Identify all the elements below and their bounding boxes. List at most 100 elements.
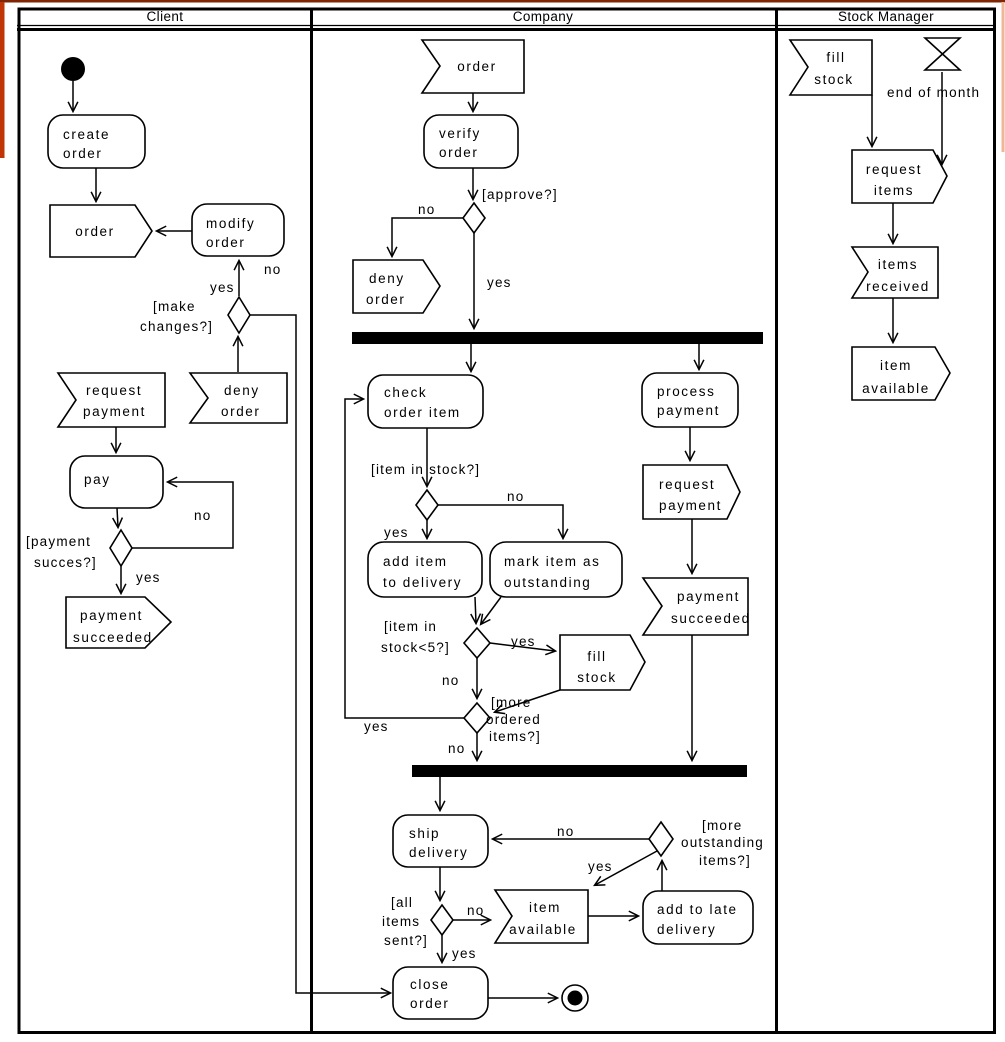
label-payment-succeeded-company-1: payment: [677, 589, 740, 604]
label-request-payment-2: payment: [83, 404, 146, 419]
guard-more-ordered-3: items?]: [489, 729, 541, 744]
label-modify-order-2: order: [206, 235, 246, 250]
guard-all-sent-1: [all: [391, 895, 413, 910]
label-deny-order-company-1: deny: [369, 271, 405, 286]
decision-payment-success: [109, 528, 133, 568]
guard-more-ordered-2: ordered: [486, 712, 541, 727]
time-event-hourglass: [922, 37, 963, 71]
decision-all-items-sent: [430, 903, 454, 937]
label-fill-stock-company-2: stock: [577, 670, 617, 685]
label-deny-order-1: deny: [224, 383, 260, 398]
label-order-company: order: [457, 59, 497, 74]
action-close-order: [392, 966, 489, 1020]
fork-bar: [352, 332, 763, 344]
label-close-order-1: close: [410, 977, 450, 992]
join-bar: [412, 765, 747, 777]
label-add-item-1: add item: [383, 554, 448, 569]
guard-approve: [approve?]: [482, 187, 558, 202]
initial-node: [61, 57, 85, 81]
label-verify-order-2: order: [439, 145, 479, 160]
receive-signal-payment-succeeded: [641, 577, 749, 636]
label-add-late-1: add to late: [657, 902, 738, 917]
label-request-payment-company-1: request: [659, 477, 715, 492]
label-order-signal: order: [75, 224, 115, 239]
guard-more-outstanding-3: items?]: [699, 853, 751, 868]
send-signal-request-payment: [642, 464, 741, 520]
receive-signal-items-received: [850, 246, 939, 299]
label-items-received-2: received: [866, 279, 930, 294]
lane-header-company: Company: [513, 9, 574, 24]
label-yes-more-ordered: yes: [364, 719, 389, 734]
receive-signal-fill-stock: [788, 39, 873, 96]
label-no-more-ordered: no: [448, 741, 465, 756]
edge-add-item-to-lt5: [475, 596, 476, 623]
label-modify-order-1: modify: [206, 216, 255, 231]
edge-make-changes-no-to-close-order: [250, 314, 390, 993]
lane-header-client: Client: [147, 9, 184, 24]
label-check-order-item-1: check: [384, 385, 427, 400]
decision-stock-lt5: [462, 626, 492, 660]
label-create-order-2: order: [63, 146, 103, 161]
label-item-available-1: item: [880, 358, 912, 373]
label-no-all-sent: no: [467, 903, 484, 918]
guard-make-changes-1: [make: [153, 299, 196, 314]
guard-more-ordered-1: [more: [491, 695, 532, 710]
guard-all-sent-2: items: [382, 914, 420, 929]
edge-lt5-yes-to-fill-stock: [489, 642, 555, 651]
label-fill-stock-1: fill: [826, 50, 845, 65]
label-no-lt5: no: [442, 673, 459, 688]
label-create-order-1: create: [63, 127, 110, 142]
label-process-payment-2: payment: [657, 403, 720, 418]
label-request-payment-1: request: [86, 383, 142, 398]
decision-item-in-stock: [415, 488, 439, 522]
label-deny-order-2: order: [221, 404, 261, 419]
action-modify-order: [191, 203, 285, 257]
receive-signal-request-payment-client: [56, 372, 166, 428]
decision-make-changes: [227, 295, 251, 335]
action-verify-order: [423, 114, 519, 169]
action-check-order-item: [367, 374, 484, 429]
edge-pay-to-payment-decision: [117, 507, 118, 527]
guard-make-changes-2: changes?]: [140, 319, 213, 334]
top-edge-accent: [0, 0, 1005, 3]
swimlane-frame: [17, 7, 996, 1034]
label-end-of-month: end of month: [887, 85, 980, 100]
guard-all-sent-3: sent?]: [384, 933, 428, 948]
label-yes-payment: yes: [136, 570, 161, 585]
label-check-order-item-2: order item: [384, 405, 461, 420]
edge-mark-item-to-lt5: [481, 596, 502, 624]
send-signal-item-available-stock: [851, 346, 951, 401]
action-add-item-to-delivery: [367, 541, 483, 598]
label-yes-lt5: yes: [511, 634, 536, 649]
label-add-item-2: to delivery: [383, 575, 462, 590]
decision-more-outstanding: [648, 820, 674, 858]
label-close-order-2: order: [410, 996, 450, 1011]
guard-payment-success-2: succes?]: [34, 555, 97, 570]
right-edge-accent: [1001, 2, 1005, 152]
label-no-stock: no: [507, 489, 524, 504]
label-payment-succeeded-2: succeeded: [73, 630, 153, 645]
label-item-available-company-1: item: [529, 900, 561, 915]
edge-stock-no-to-mark-item: [438, 504, 563, 538]
lane-header-stock-manager: Stock Manager: [838, 9, 934, 24]
label-deny-order-company-2: order: [366, 292, 406, 307]
label-add-late-2: delivery: [657, 922, 716, 937]
guard-payment-success-1: [payment: [26, 534, 91, 549]
send-signal-request-items: [851, 149, 948, 204]
label-request-items-2: items: [874, 183, 914, 198]
edge-fill-stock-to-more-ordered: [495, 689, 561, 712]
send-signal-order-client: [49, 204, 153, 258]
action-mark-item-outstanding: [489, 541, 623, 598]
label-item-available-company-2: available: [509, 922, 577, 937]
label-yes-modify: yes: [210, 280, 235, 295]
final-node-inner: [567, 990, 583, 1006]
label-no-payment: no: [194, 508, 211, 523]
label-payment-succeeded-company-2: succeeded: [671, 611, 751, 626]
guard-more-outstanding-1: [more: [702, 818, 743, 833]
label-process-payment-1: process: [657, 384, 715, 399]
label-ship-delivery-2: delivery: [409, 845, 468, 860]
label-mark-item-1: mark item as: [504, 554, 600, 569]
receive-signal-item-available-company: [493, 889, 589, 944]
edge-outstanding-yes-to-item-available: [595, 850, 658, 885]
